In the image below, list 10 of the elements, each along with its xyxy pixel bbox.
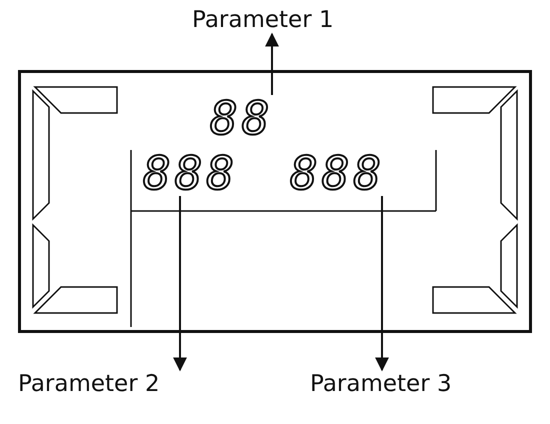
parameter-label: Parameter 1 [192,6,352,34]
lcd-screen [18,70,532,333]
leader-arrow [173,196,187,372]
leader-arrow [375,196,389,372]
parameter-label: Parameter 2 [18,370,188,398]
segment-digits: 88 [210,95,280,141]
segment-digits: 888 [290,150,390,196]
leader-arrow [265,32,279,95]
parameter-label: Parameter 3 [310,370,480,398]
segment-digits: 888 [143,150,243,196]
